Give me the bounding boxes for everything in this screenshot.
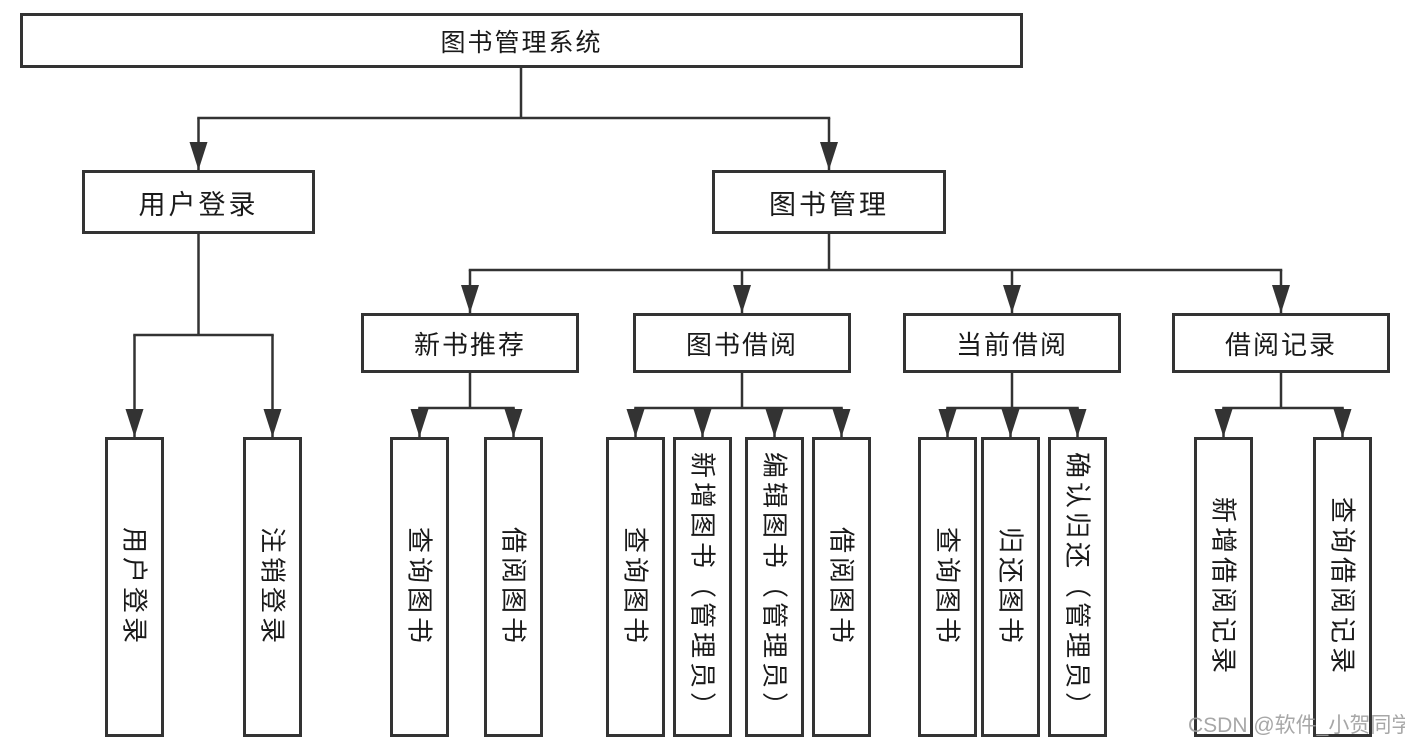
leaf-query-books-recommend-label: 查询图书 (404, 526, 435, 647)
leaf-query-borrow-record-label: 查询借阅记录 (1327, 496, 1358, 677)
node-new-book-recommend-label: 新书推荐 (413, 329, 526, 360)
node-current-borrow: 当前借阅 (903, 313, 1121, 373)
connector-user-login (125, 234, 282, 437)
leaf-query-books-recommend: 查询图书 (390, 437, 449, 737)
leaf-borrow-books-borrow: 借阅图书 (812, 437, 871, 737)
leaf-add-borrow-record-label: 新增借阅记录 (1208, 496, 1239, 677)
leaf-add-book-admin: 新增图书（管理员） (673, 437, 732, 737)
leaf-query-books-borrow-label: 查询图书 (620, 526, 651, 647)
leaf-borrow-books-borrow-label: 借阅图书 (826, 526, 857, 647)
node-root-label: 图书管理系统 (440, 28, 603, 57)
leaf-query-borrow-record: 查询借阅记录 (1313, 437, 1372, 737)
leaf-confirm-return-admin: 确认归还（管理员） (1048, 437, 1107, 737)
leaf-logout: 注销登录 (243, 437, 302, 737)
leaf-query-books-borrow: 查询图书 (606, 437, 665, 737)
leaf-return-book-label: 归还图书 (995, 526, 1026, 647)
leaf-edit-book-admin-label: 编辑图书（管理员） (759, 451, 790, 722)
node-user-login: 用户登录 (82, 170, 315, 234)
connector-book-borrow (626, 373, 851, 437)
node-book-management-label: 图书管理 (769, 189, 889, 220)
connector-book-management (461, 234, 1290, 313)
node-root: 图书管理系统 (20, 13, 1023, 68)
leaf-return-book: 归还图书 (981, 437, 1040, 737)
leaf-add-borrow-record: 新增借阅记录 (1194, 437, 1253, 737)
node-borrow-records: 借阅记录 (1172, 313, 1390, 373)
connector-borrow-records (1214, 373, 1352, 437)
node-new-book-recommend: 新书推荐 (361, 313, 579, 373)
leaf-borrow-books-recommend: 借阅图书 (484, 437, 543, 737)
leaf-edit-book-admin: 编辑图书（管理员） (745, 437, 804, 737)
node-book-borrow: 图书借阅 (633, 313, 851, 373)
leaf-query-books-current-label: 查询图书 (932, 526, 963, 647)
connector-root (189, 68, 838, 170)
node-current-borrow-label: 当前借阅 (955, 329, 1068, 360)
leaf-user-login-label: 用户登录 (119, 526, 150, 647)
leaf-confirm-return-admin-label: 确认归还（管理员） (1062, 451, 1093, 722)
leaf-user-login: 用户登录 (105, 437, 164, 737)
leaf-add-book-admin-label: 新增图书（管理员） (687, 451, 718, 722)
leaf-borrow-books-recommend-label: 借阅图书 (498, 526, 529, 647)
node-borrow-records-label: 借阅记录 (1224, 329, 1337, 360)
csdn-watermark: CSDN @软件_小贺同学 (1188, 714, 1405, 737)
connector-current-borrow (938, 373, 1087, 437)
connector-new-book-recommend (410, 373, 523, 437)
node-book-management: 图书管理 (712, 170, 946, 234)
leaf-logout-label: 注销登录 (257, 526, 288, 647)
leaf-query-books-current: 查询图书 (918, 437, 977, 737)
node-book-borrow-label: 图书借阅 (685, 329, 798, 360)
node-user-login-label: 用户登录 (138, 189, 259, 220)
